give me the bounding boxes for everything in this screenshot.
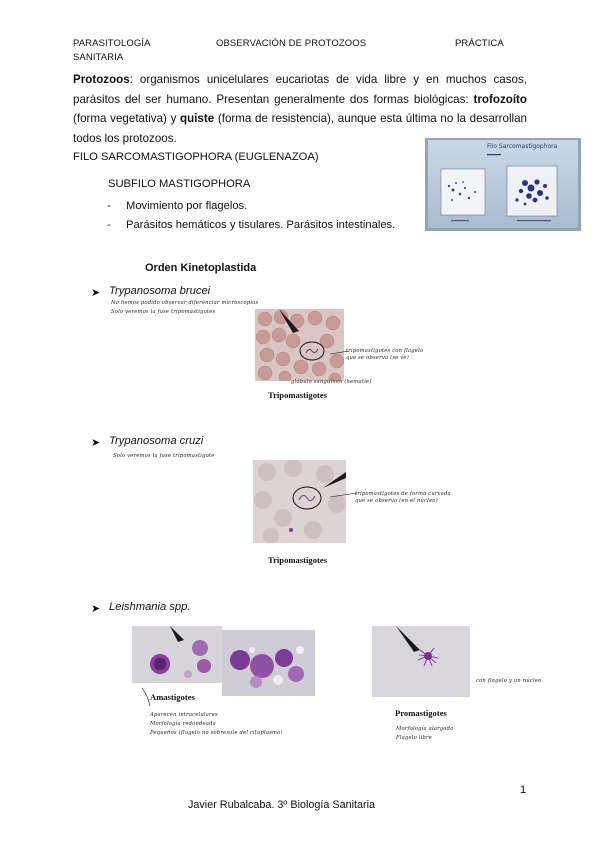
orden-heading: Orden Kinetoplastida	[145, 262, 257, 274]
handwritten-note: Solo veremos la fase tripomastigote	[113, 453, 215, 459]
figure-caption: Promastigotes	[395, 708, 447, 718]
cruzi-micrograph-image	[253, 459, 346, 544]
arrow-bullet-icon: ➤	[91, 437, 101, 449]
slide-title: Filo Sarcomastigophora	[487, 143, 558, 150]
intro-trofozoito: trofozoíto	[473, 92, 527, 106]
handwritten-note: No hemos podido observar diferenciar mic…	[111, 300, 259, 306]
intro-text-1: : organismos unicelulares eucariotas de …	[73, 73, 527, 106]
amastigote-micrograph-2	[222, 630, 315, 696]
species-cruzi: Trypanosoma cruzi	[109, 435, 204, 447]
handwritten-note: Pequeños (flagelo no sobresale del citop…	[150, 730, 283, 736]
handwritten-note: Solo veremos la fase tripomastigotes	[111, 309, 216, 315]
handwritten-note: glóbulo sanguíneo (hematíe)	[291, 379, 372, 385]
species-leishmania: Leishmania spp.	[109, 601, 191, 613]
promastigote-micrograph	[372, 626, 470, 697]
footer-author: Javier Rubalcaba. 3º Biología Sanitaria	[188, 799, 376, 811]
handwritten-note: que se observa (en el núcleo)	[355, 498, 438, 504]
intro-text-3: (forma de resistencia), aunque esta últi…	[73, 112, 527, 145]
pointer-line	[141, 688, 151, 707]
slide-photo: Filo Sarcomastigophora	[425, 138, 581, 231]
amastigote-micrograph-1-image	[132, 626, 222, 683]
figure-caption: Amastigotes	[150, 692, 195, 702]
arrow-bullet-icon: ➤	[91, 287, 101, 299]
brucei-micrograph-image	[255, 309, 345, 386]
bullet-dash: -	[107, 200, 111, 212]
intro-quiste: quiste	[180, 112, 215, 126]
handwritten-note: Morfología alargada	[396, 726, 454, 732]
slide-photo-image: Filo Sarcomastigophora	[425, 138, 581, 231]
handwritten-note: Aparecen intracelulares	[150, 712, 218, 718]
species-brucei: Trypanosoma brucei	[109, 285, 211, 297]
handwritten-note: con flagelo y un núcleo	[476, 678, 542, 684]
handwritten-note: tripomastigotes con flagelo	[346, 348, 424, 354]
intro-text-2: (forma vegetativa) y	[73, 112, 181, 126]
pointer-line	[330, 350, 350, 355]
amastigote-micrograph-2-image	[222, 630, 315, 696]
intro-term: Protozoos	[73, 73, 130, 86]
brucei-micrograph	[255, 309, 345, 386]
header-subject: PARASITOLOGÍA SANITARIA	[73, 38, 151, 63]
arrow-bullet-icon: ➤	[91, 603, 101, 615]
promastigote-micrograph-image	[372, 626, 470, 697]
bullet-item: Parásitos hemáticos y tisulares. Parásit…	[126, 219, 396, 231]
header-title: OBSERVACIÓN DE PROTOZOOS	[216, 38, 367, 49]
handwritten-note: Morfología redondeada	[150, 721, 216, 727]
filo-heading: FILO SARCOMASTIGOPHORA (EUGLENAZOA)	[73, 151, 319, 163]
header-subject-line2: SANITARIA	[73, 52, 124, 63]
handwritten-note: tripomastigotes de forma curvada	[355, 491, 451, 497]
intro-paragraph: Protozoos: organismos unicelulares eucar…	[73, 70, 527, 148]
figure-caption: Tripomastigotes	[268, 555, 328, 565]
handwritten-note: que se observa (se ve)	[346, 355, 409, 361]
bullet-item: Movimiento por flagelos.	[126, 200, 248, 212]
header-subject-line1: PARASITOLOGÍA	[73, 38, 151, 49]
figure-caption: Tripomastigotes	[268, 390, 328, 400]
bullet-dash: -	[107, 219, 111, 231]
amastigote-micrograph-1	[132, 626, 222, 683]
pointer-line	[330, 492, 358, 498]
subfilo-heading: SUBFILO MASTIGOPHORA	[108, 178, 251, 190]
header-practice: PRÁCTICA	[455, 38, 504, 49]
handwritten-note: Flagelo libre	[396, 735, 432, 741]
cruzi-micrograph	[253, 459, 346, 544]
page-number: 1	[520, 784, 527, 796]
